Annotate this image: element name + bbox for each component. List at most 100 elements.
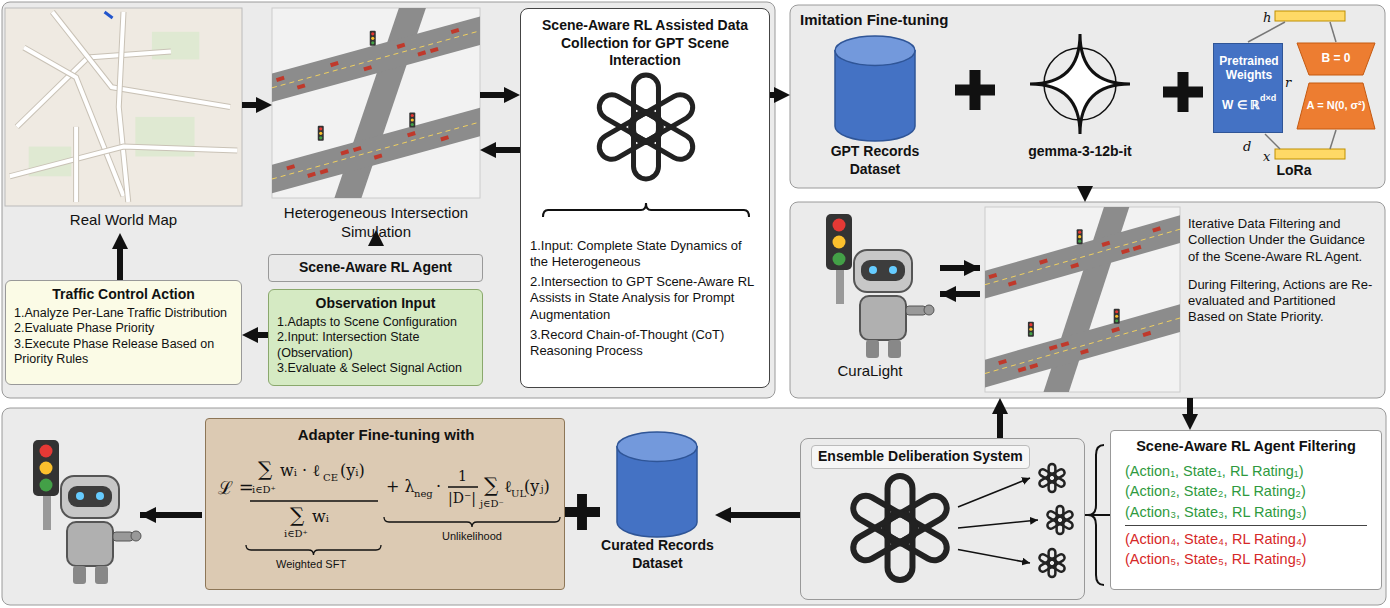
- heading-text: Pretrained Weights: [1214, 54, 1284, 83]
- formula-term: 1: [458, 469, 467, 483]
- formula-term: |D⁻|: [448, 491, 476, 505]
- process-box: Traffic Control Action1.Analyze Per-Lane…: [5, 280, 242, 385]
- image-box: Real World Map: [5, 8, 242, 233]
- trapezoid: B = 0: [1297, 43, 1375, 75]
- heading-text: Scene-Aware RL Agent: [273, 259, 478, 277]
- image-box: Heterogeneous Intersection Simulation: [272, 8, 480, 243]
- flow-arrow: [940, 265, 980, 271]
- database-cylinder: GPT Records Dataset: [810, 30, 940, 185]
- flow-arrow: [727, 512, 800, 518]
- body-text: 2.Input: Intersection State (Observation…: [277, 330, 474, 361]
- simulation-image: [985, 207, 1180, 392]
- process-box: Scene-Aware RL Assisted Data Collection …: [520, 8, 770, 388]
- heading-text: Scene-Aware RL Assisted Data Collection …: [530, 17, 760, 70]
- label-box: Scene-Aware RL Agent: [268, 254, 483, 282]
- formula-term: i∈D⁺: [252, 485, 276, 495]
- formula-term: CE: [323, 473, 338, 483]
- formula-term: Weighted SFT: [276, 559, 346, 570]
- panel-ground: [2, 2, 775, 398]
- dimension-symbol: h: [1263, 11, 1271, 24]
- flow-arrow: [242, 102, 260, 108]
- body-text: (Action₄, State₄, RL Rating₄): [1125, 529, 1367, 549]
- flow-arrow: [117, 245, 123, 280]
- heading-text: LoRa: [1205, 162, 1383, 180]
- body-text: 3.Evaluate & Select Signal Action: [277, 361, 474, 377]
- ensemble-logos: [849, 464, 1074, 580]
- trapezoid: A = N(0, σ²): [1297, 83, 1375, 129]
- heading-text: Imitation Fine-tuning: [800, 11, 1375, 30]
- body-text: 3.Execute Phase Release Based on Priorit…: [14, 337, 233, 368]
- heading-text: Scene-Aware RL Agent Filtering: [1125, 437, 1367, 455]
- formula-term: ∑: [258, 459, 272, 479]
- flow-arrow: [1187, 398, 1193, 418]
- formula-term: ∑: [290, 505, 304, 525]
- heading-text: Curated Records Dataset: [600, 537, 715, 572]
- filter-box: Scene-Aware RL Agent Filtering (Action₁, …: [1110, 430, 1382, 590]
- formula-term: (yⱼ): [524, 479, 550, 495]
- flow-arrow: [480, 92, 508, 98]
- body-text: d×d: [1260, 93, 1276, 104]
- body-text: 2.Intersection to GPT Scene-Aware RL Ass…: [530, 274, 760, 323]
- heading-text: Iterative Data Filtering and Collection …: [1188, 216, 1373, 265]
- flow-arrow: [770, 92, 778, 98]
- formula-term: neg: [414, 489, 433, 499]
- flow-arrow: [997, 410, 1003, 438]
- formula-term: ∑: [484, 475, 498, 495]
- process-box: Observation Input 1.Adapts to Scene Confi…: [268, 289, 483, 386]
- panel-ground: [2, 408, 1386, 605]
- flow-arrow: [1082, 188, 1088, 190]
- ensemble-box: Ensemble Deliberation System: [800, 438, 1085, 600]
- flow-arrow: [940, 291, 980, 297]
- heading-text: Heterogeneous Intersection Simulation: [272, 204, 480, 242]
- flow-arrow: [373, 242, 379, 243]
- body-text: 1.Input: Complete State Dynamics of the …: [530, 238, 760, 271]
- weight-matrix: Pretrained Weights W ∈ ℝd×d: [1213, 43, 1283, 133]
- heading-text: GPT Records Dataset: [810, 143, 940, 178]
- dimension-symbol: x: [1263, 150, 1270, 163]
- flow-arrow: [140, 512, 202, 518]
- panel-ground: [790, 202, 1385, 398]
- robot-icon: [33, 440, 141, 584]
- body-text: 1.Adapts to Scene Configuration: [277, 315, 474, 331]
- map-image: [5, 8, 242, 206]
- database-symbol: [835, 36, 915, 141]
- robot-icon: [826, 214, 934, 358]
- panel-ground: [790, 5, 1385, 188]
- formula-term: wᵢ · ℓ: [280, 463, 320, 479]
- body-text: 3.Record Chain-of-Thought (CoT) Reasonin…: [530, 327, 760, 360]
- body-text: 2.Evaluate Phase Priority: [14, 321, 233, 337]
- body-text: W ∈ ℝ: [1222, 98, 1260, 113]
- body-text: (Action₃, State₃, RL Rating₃): [1125, 502, 1367, 526]
- model-icon: gemma-3-12b-it: [1005, 30, 1155, 185]
- dimension-symbol: d: [1243, 140, 1251, 153]
- heading-text: A = N(0, σ²): [1297, 99, 1375, 113]
- formula-term: (yᵢ): [340, 463, 365, 479]
- body-text: During Filtering, Actions are Re-evaluat…: [1188, 277, 1373, 326]
- body-text: (Action₂, State₂, RL Rating₂): [1125, 481, 1367, 501]
- lora-diagram: LoRa Pretrained Weights W ∈ ℝd×d B = 0 A = N…: [1205, 5, 1383, 183]
- formula-term: ·: [436, 479, 441, 495]
- heading-text: Ensemble Deliberation System: [811, 445, 1030, 469]
- database-symbol: [617, 432, 697, 537]
- flow-arrow: [254, 332, 268, 338]
- model-symbol: [1030, 34, 1130, 134]
- formula-term: UL: [511, 489, 526, 499]
- panel: Iterative Data Filtering and Collection …: [790, 202, 1385, 398]
- simulation-image: [272, 8, 480, 198]
- formula-term: i∈D⁺: [284, 529, 308, 539]
- formula-term: + λ: [386, 479, 415, 495]
- body-text: (Action₁, State₁, RL Rating₁): [1125, 461, 1367, 481]
- flow-arrow: [492, 147, 520, 153]
- formula-term: j∈D⁻: [480, 499, 504, 509]
- plus-sign: [564, 494, 600, 530]
- heading-text: Observation Input: [277, 295, 474, 313]
- body-text: 1.Analyze Per-Lane Traffic Distribution: [14, 306, 233, 322]
- heading-text: Adapter Fine-tuning with: [206, 427, 566, 442]
- formula-term: wᵢ: [312, 509, 329, 525]
- plus-sign: [1163, 72, 1203, 112]
- formula-term: ℓ: [504, 479, 512, 495]
- dimension-symbol: r: [1285, 76, 1291, 89]
- formula-box: Adapter Fine-tuning withℒ =∑i∈D⁺wᵢ · ℓCE…: [205, 418, 565, 590]
